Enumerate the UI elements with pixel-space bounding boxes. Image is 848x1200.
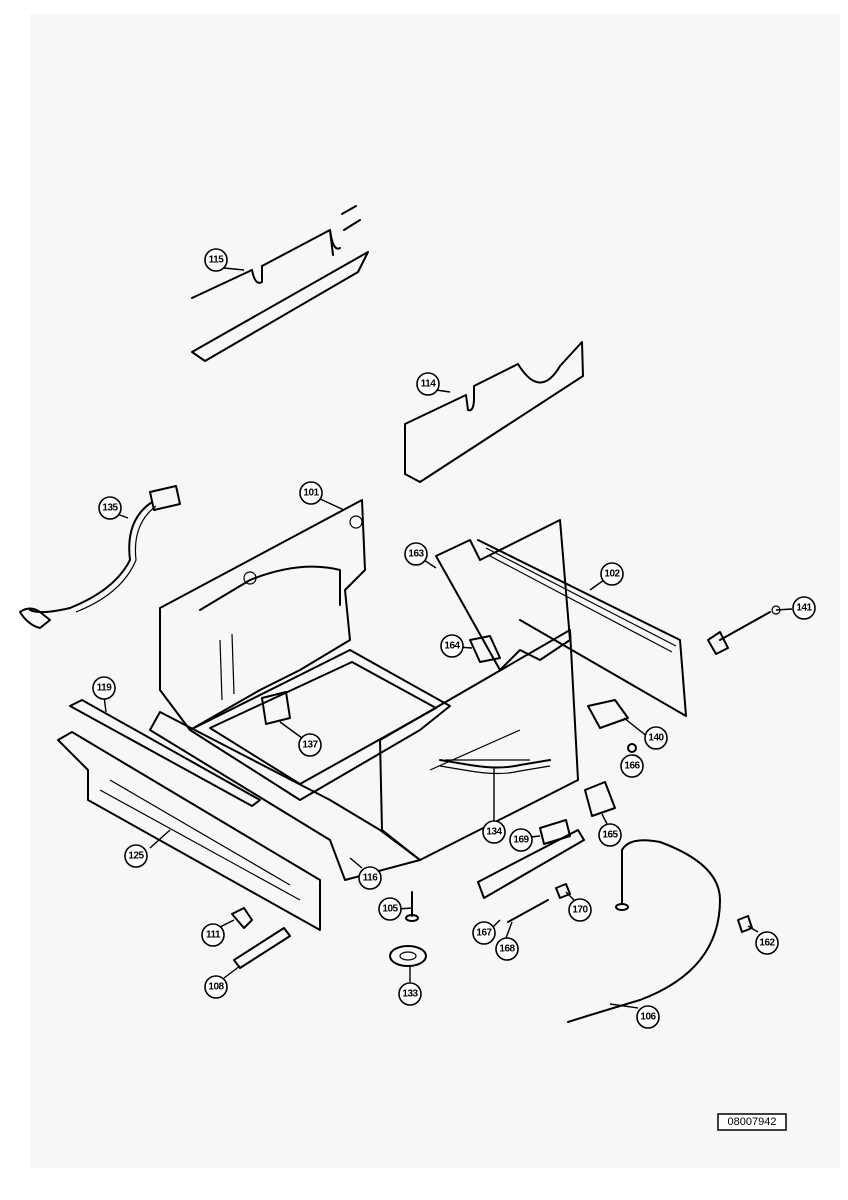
power-cord-part-135: [19, 485, 181, 629]
callout-162: 162: [755, 931, 779, 955]
svg-text:163: 163: [408, 549, 424, 560]
svg-text:170: 170: [572, 905, 588, 916]
callout-111: 111: [201, 923, 225, 947]
callout-115: 115: [204, 248, 228, 272]
svg-text:101: 101: [303, 488, 319, 499]
callout-116: 116: [358, 866, 382, 890]
bracket-part-165: [584, 781, 616, 817]
svg-text:164: 164: [444, 641, 460, 652]
callout-135: 135: [98, 496, 122, 520]
callout-137: 137: [298, 733, 322, 757]
callout-125: 125: [124, 844, 148, 868]
part-108: [233, 927, 291, 969]
part-170: [555, 883, 571, 899]
callout-108: 108: [204, 975, 228, 999]
callout-101: 101: [299, 481, 323, 505]
pin-part-168: [507, 899, 549, 923]
svg-text:114: 114: [421, 379, 437, 390]
svg-text:162: 162: [759, 938, 775, 949]
svg-text:111: 111: [206, 930, 221, 941]
panel-part-115: [191, 205, 369, 362]
shaft-part-141: [707, 605, 781, 655]
callout-169: 169: [509, 828, 533, 852]
document-number: 08007942: [728, 1116, 777, 1128]
svg-text:108: 108: [208, 982, 224, 993]
callout-163: 163: [404, 542, 428, 566]
disc-part-133: [389, 945, 427, 967]
callout-164: 164: [440, 634, 464, 658]
callout-140: 140: [644, 726, 668, 750]
valve-part-140: [587, 699, 629, 729]
callout-167: 167: [472, 921, 496, 945]
svg-text:166: 166: [624, 761, 640, 772]
svg-text:105: 105: [382, 904, 398, 915]
svg-text:167: 167: [476, 928, 492, 939]
part-162: [737, 915, 753, 933]
svg-text:140: 140: [648, 733, 664, 744]
document-number-box: 08007942: [717, 1113, 787, 1131]
svg-text:141: 141: [796, 603, 812, 614]
clip-part-164: [469, 635, 501, 663]
callout-165: 165: [598, 823, 622, 847]
diagram-background: [30, 14, 840, 1168]
svg-text:115: 115: [209, 255, 225, 266]
part-105: [405, 891, 419, 922]
rail-part-167: [477, 829, 585, 899]
callout-119: 119: [92, 676, 116, 700]
svg-text:135: 135: [102, 503, 118, 514]
svg-text:137: 137: [302, 740, 318, 751]
callout-114: 114: [416, 372, 440, 396]
svg-text:134: 134: [486, 827, 502, 838]
svg-text:102: 102: [604, 569, 620, 580]
leader-lines: [103, 267, 793, 1009]
callout-166: 166: [620, 754, 644, 778]
callout-141: 141: [792, 596, 816, 620]
callout-168: 168: [495, 937, 519, 961]
panel-part-114: [404, 341, 584, 483]
svg-text:119: 119: [97, 683, 113, 694]
svg-text:116: 116: [363, 873, 379, 884]
washer-part-166: [627, 743, 637, 753]
svg-text:106: 106: [640, 1012, 656, 1023]
part-169: [539, 819, 571, 845]
callout-170: 170: [568, 898, 592, 922]
callout-134: 134: [482, 820, 506, 844]
part-111: [231, 907, 253, 929]
svg-text:165: 165: [602, 830, 618, 841]
svg-text:169: 169: [513, 835, 529, 846]
svg-text:125: 125: [128, 851, 144, 862]
chassis-assembly: [57, 499, 687, 931]
callout-106: 106: [636, 1005, 660, 1029]
callout-133: 133: [398, 982, 422, 1006]
callout-102: 102: [600, 562, 624, 586]
callout-105: 105: [378, 897, 402, 921]
hose-part-106: [567, 839, 721, 1023]
svg-text:168: 168: [499, 944, 515, 955]
svg-text:133: 133: [402, 989, 418, 1000]
